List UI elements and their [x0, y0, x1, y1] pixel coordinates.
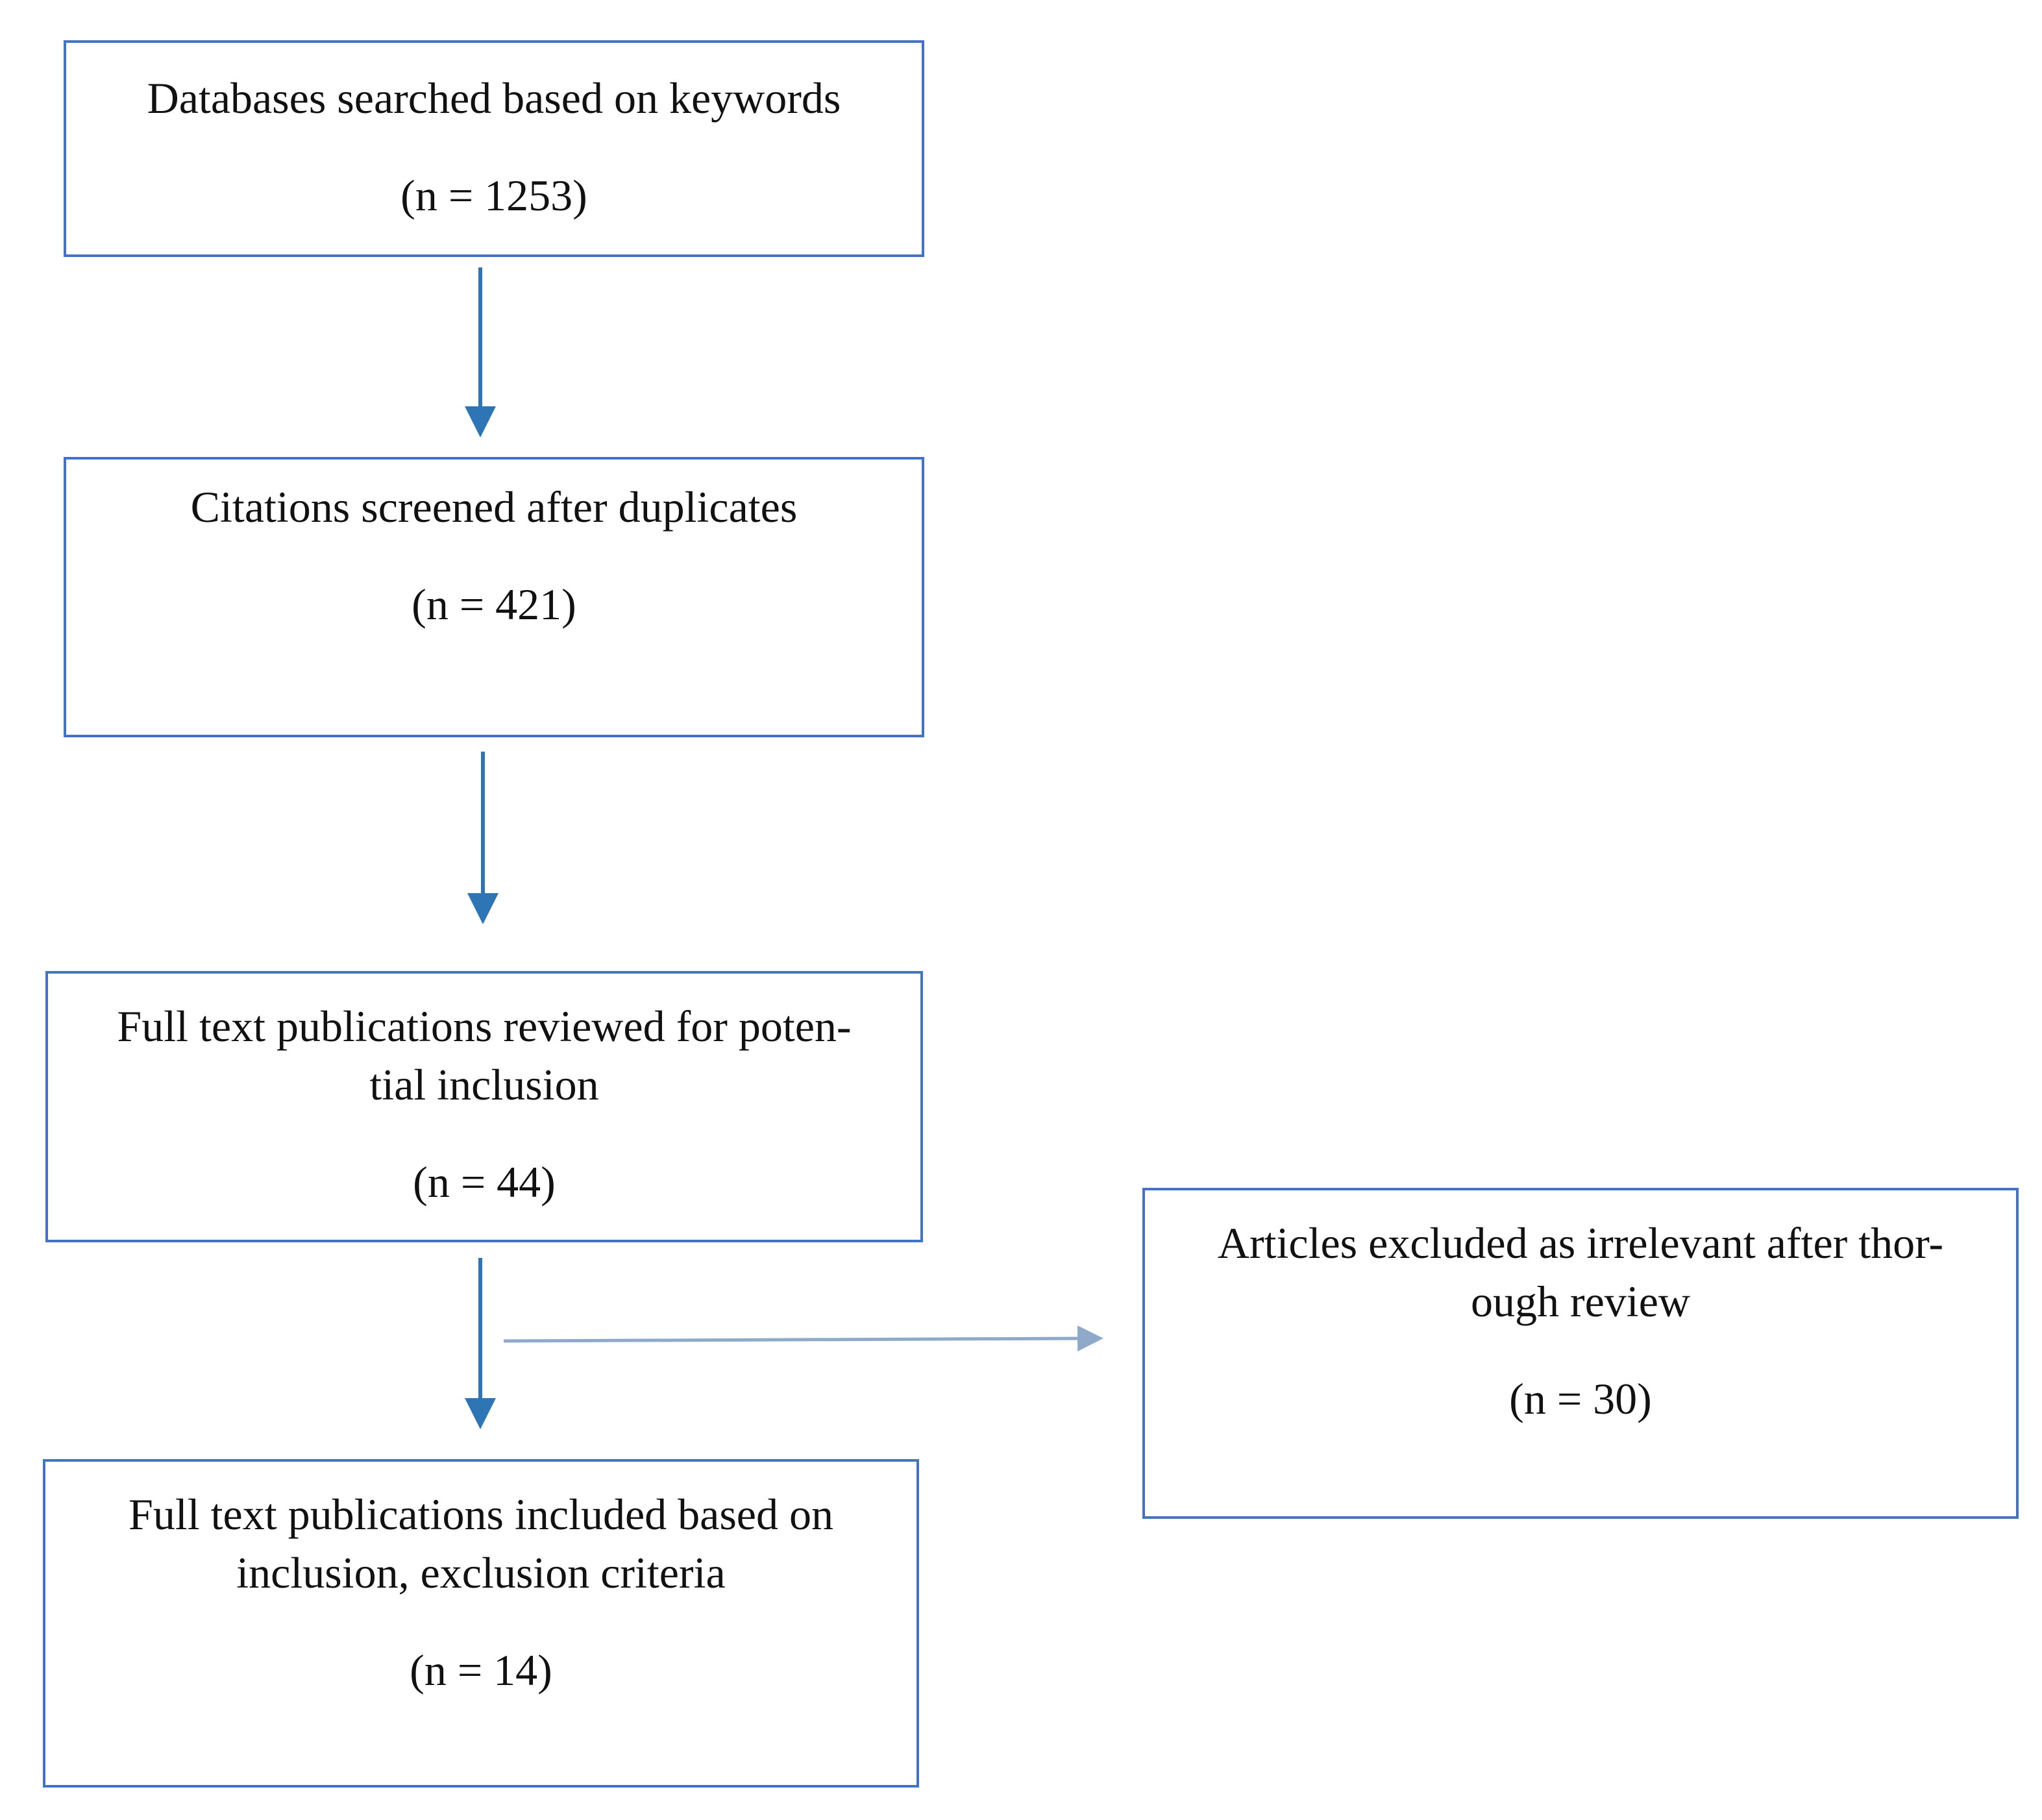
- databases-searched-count: (n = 1253): [400, 171, 587, 220]
- full-text-reviewed-label: Full text publications reviewed for pote…: [117, 1002, 852, 1109]
- databases-searched-label: Databases searched based on keywords: [147, 73, 841, 123]
- full-text-included-box: Full text publications included based on…: [43, 1459, 919, 1788]
- citations-screened-box: Citations screened after duplicates (n =…: [64, 457, 924, 737]
- databases-searched-box: Databases searched based on keywords (n …: [64, 40, 924, 257]
- full-text-reviewed-count: (n = 44): [413, 1157, 556, 1207]
- articles-excluded-box: Articles excluded as irrelevant after th…: [1142, 1188, 2019, 1519]
- full-text-included-count: (n = 14): [410, 1645, 552, 1695]
- articles-excluded-count: (n = 30): [1509, 1374, 1652, 1423]
- full-text-reviewed-box: Full text publications reviewed for pote…: [45, 971, 923, 1242]
- articles-excluded-label: Articles excluded as irrelevant after th…: [1217, 1218, 1944, 1326]
- full-text-included-label: Full text publications included based on…: [129, 1490, 833, 1597]
- citations-screened-label: Citations screened after duplicates: [190, 482, 798, 532]
- citations-screened-count: (n = 421): [412, 580, 576, 629]
- arrow-to-excluded: [503, 1325, 1103, 1352]
